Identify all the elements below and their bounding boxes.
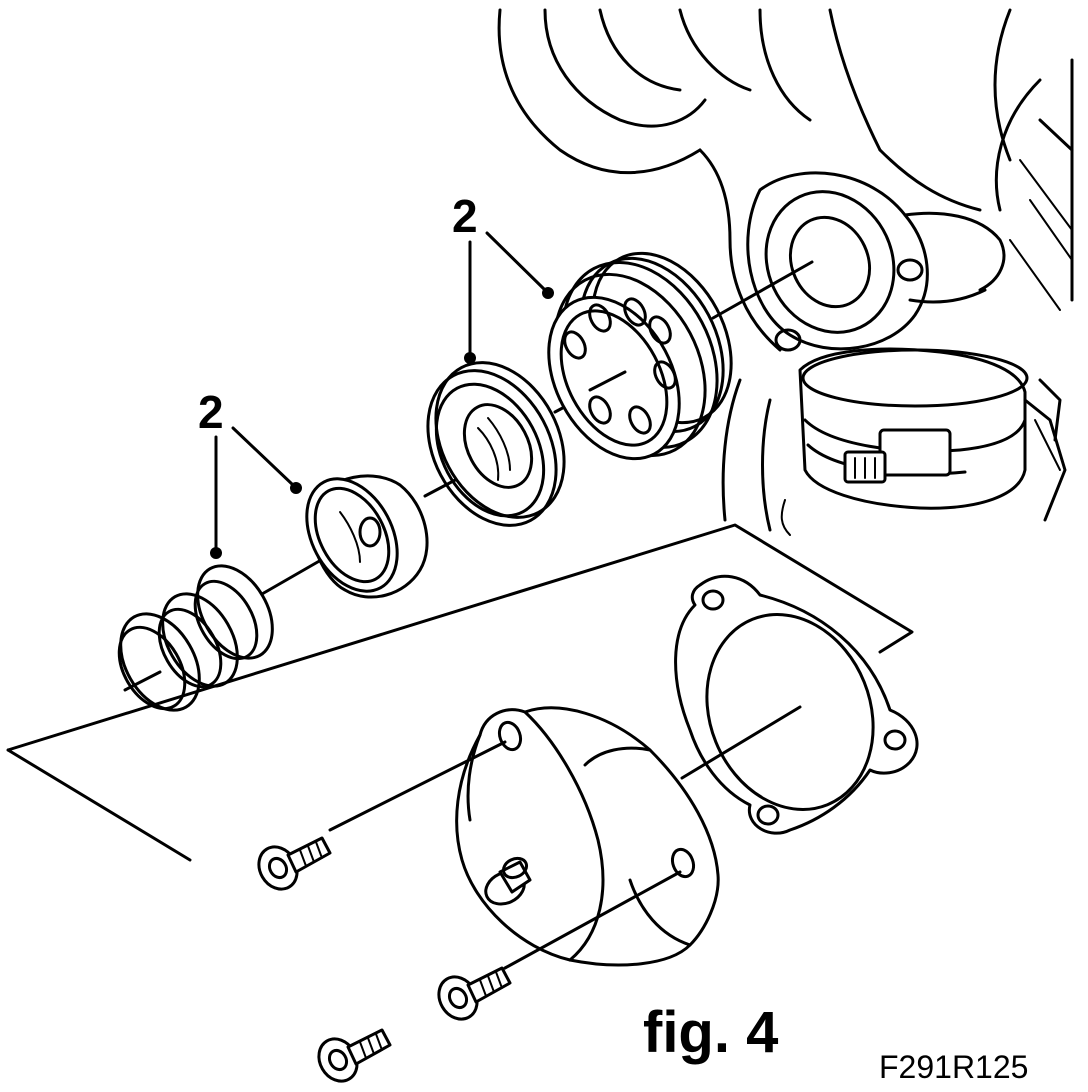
- engine-housing: [497, 8, 1074, 536]
- callout-number-lower: 2: [198, 386, 224, 438]
- parts-group-bracket: [6, 523, 914, 862]
- callout-leader-upper: [464, 231, 554, 364]
- perforated-sleeve: [547, 251, 733, 461]
- callout-leader-lower: [210, 426, 302, 559]
- reference-code: F291R125: [879, 1049, 1028, 1085]
- figure-label: fig. 4: [643, 1000, 778, 1065]
- callout-number-upper: 2: [452, 190, 478, 242]
- seal-ring: [426, 361, 566, 527]
- coil-spring: [117, 564, 274, 712]
- bolt-lower: [317, 1028, 392, 1083]
- bolt-upper: [257, 836, 332, 891]
- gasket: [674, 574, 919, 835]
- bolt-middle: [437, 966, 512, 1021]
- thermostat-cover: [328, 706, 720, 970]
- thermostat-cup: [305, 474, 429, 599]
